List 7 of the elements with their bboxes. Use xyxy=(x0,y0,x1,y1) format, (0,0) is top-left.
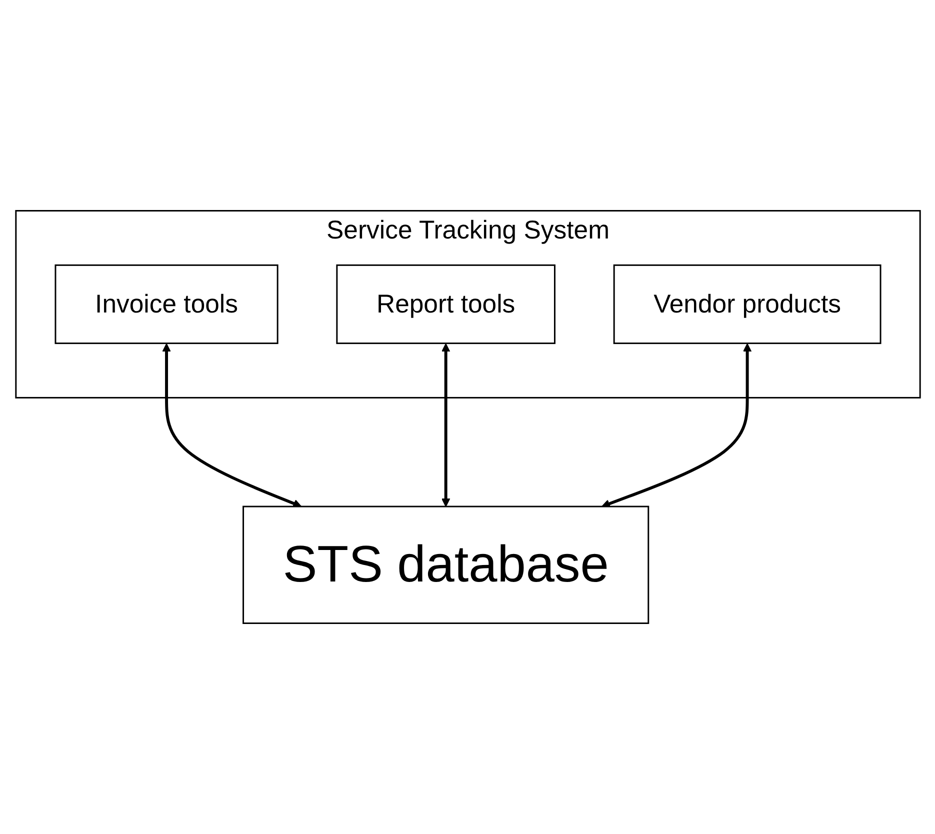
node-box: Vendor products xyxy=(612,264,881,344)
arrow xyxy=(162,343,302,508)
arrow xyxy=(600,343,752,508)
node-box: Report tools xyxy=(336,264,555,344)
node-box: STS database xyxy=(242,506,649,624)
arrow xyxy=(440,343,450,507)
node-box: Invoice tools xyxy=(54,264,278,344)
